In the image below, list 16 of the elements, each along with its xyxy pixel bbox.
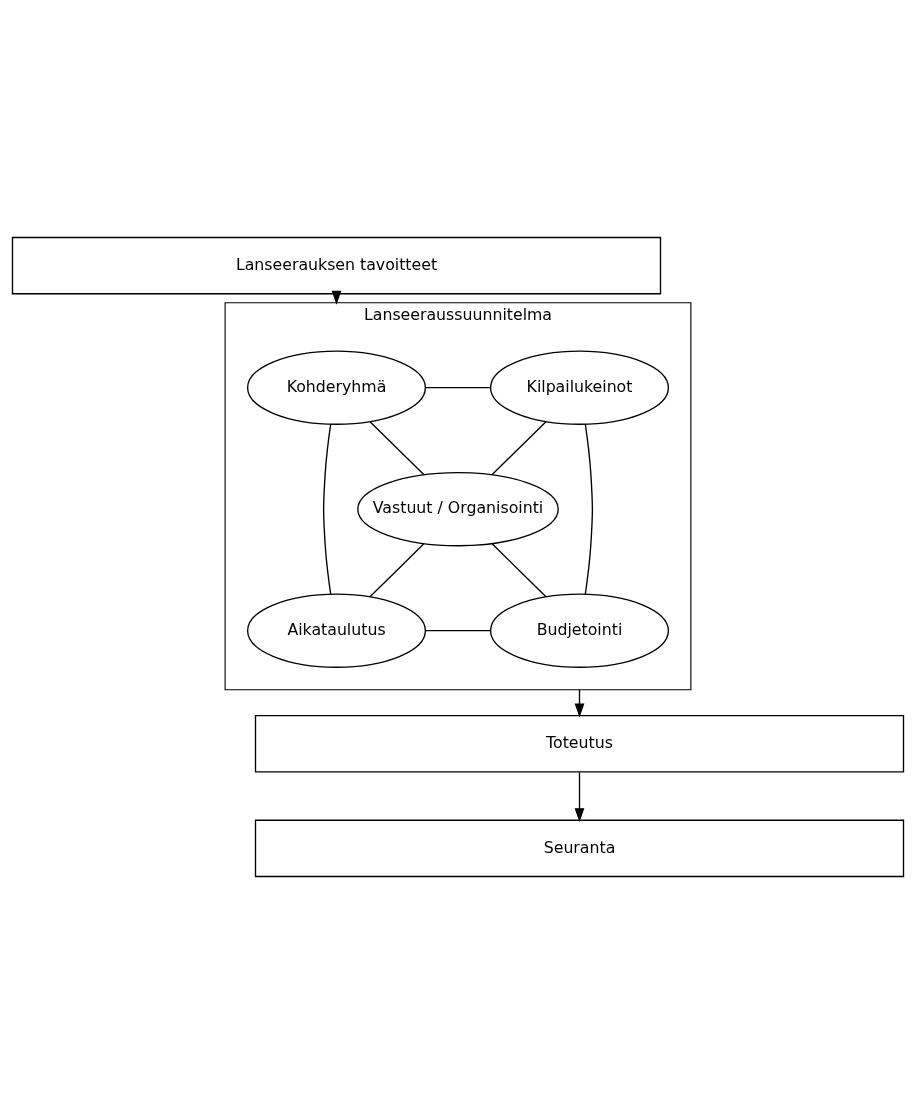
node-ellipse: Aikataulutus — [246, 592, 427, 668]
connector — [491, 542, 547, 597]
node-ellipse: Budjetointi — [489, 592, 670, 668]
arrow — [574, 771, 585, 822]
connector — [425, 386, 492, 388]
connector — [369, 420, 425, 475]
connector — [491, 420, 547, 475]
node-box: Toteutus — [254, 714, 905, 773]
connector — [584, 423, 594, 595]
node-ellipse: Kohderyhmä — [246, 349, 427, 425]
connector — [369, 542, 425, 597]
connector — [322, 423, 332, 595]
node-box: Seuranta — [254, 819, 905, 877]
node-ellipse: Vastuut / Organisointi — [357, 471, 559, 546]
connector — [425, 629, 492, 631]
node-ellipse: Kilpailukeinot — [489, 349, 670, 425]
